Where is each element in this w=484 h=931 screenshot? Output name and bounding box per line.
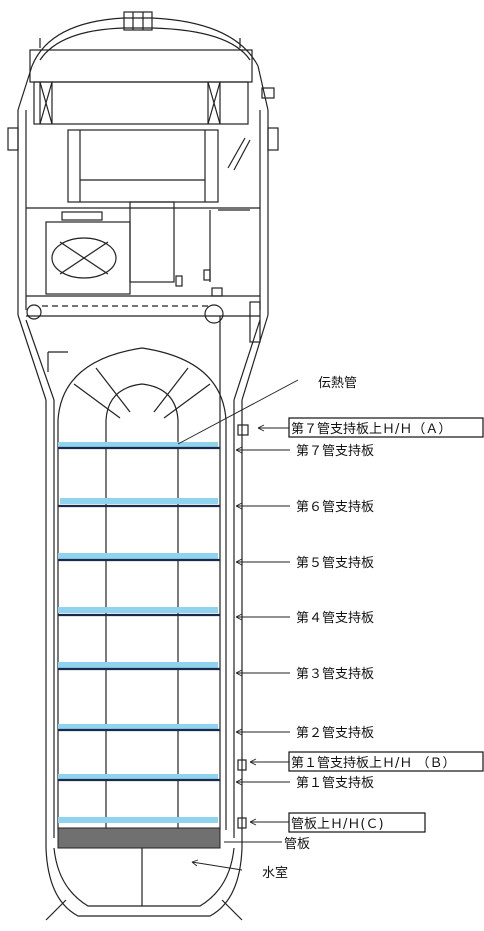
top-nozzle — [123, 11, 153, 31]
leader-lines — [177, 379, 299, 871]
label-plate7: 第７管支持板 — [296, 444, 374, 459]
label-hh-b: 第１管支持板上Ｈ/Ｈ （Ｂ） — [291, 756, 456, 771]
band-plate5 — [58, 553, 218, 559]
label-hh-a: 第７管支持板上Ｈ/Ｈ（Ａ） — [291, 422, 451, 437]
tube-sheet-block — [57, 827, 221, 849]
band-tube-sheet — [58, 817, 218, 823]
channel-head — [45, 847, 243, 917]
box-hh-b — [288, 751, 484, 772]
box-hh-a — [288, 417, 484, 438]
label-plate4: 第４管支持板 — [296, 611, 374, 626]
band-plate3 — [58, 662, 218, 668]
label-plate1: 第１管支持板 — [296, 776, 374, 791]
band-plate2 — [58, 724, 218, 730]
label-tube-sheet: 管板 — [284, 837, 310, 852]
dryer-box — [29, 49, 253, 83]
band-plate7 — [58, 442, 218, 448]
handhole-a-nozzle — [237, 424, 249, 436]
label-water-chamber: 水室 — [262, 865, 288, 881]
label-heat-tube: 伝熱管 — [318, 376, 357, 391]
band-plate6 — [60, 498, 218, 504]
handhole-c-nozzle — [237, 817, 247, 829]
band-plate1 — [58, 774, 218, 780]
label-plate2: 第２管支持板 — [296, 726, 374, 741]
box-hh-c — [288, 812, 426, 833]
vessel-outline — [7, 11, 279, 921]
label-hh-c: 管板上Ｈ/Ｈ(Ｃ) — [291, 817, 384, 832]
u-bend — [57, 347, 227, 421]
band-plate4 — [58, 607, 218, 613]
handhole-b-nozzle — [237, 759, 247, 771]
label-plate5: 第５管支持板 — [296, 556, 374, 571]
support-plates — [57, 442, 221, 849]
label-plate6: 第６管支持板 — [296, 500, 374, 515]
label-plate3: 第３管支持板 — [296, 667, 374, 682]
upper-dome — [39, 27, 251, 61]
